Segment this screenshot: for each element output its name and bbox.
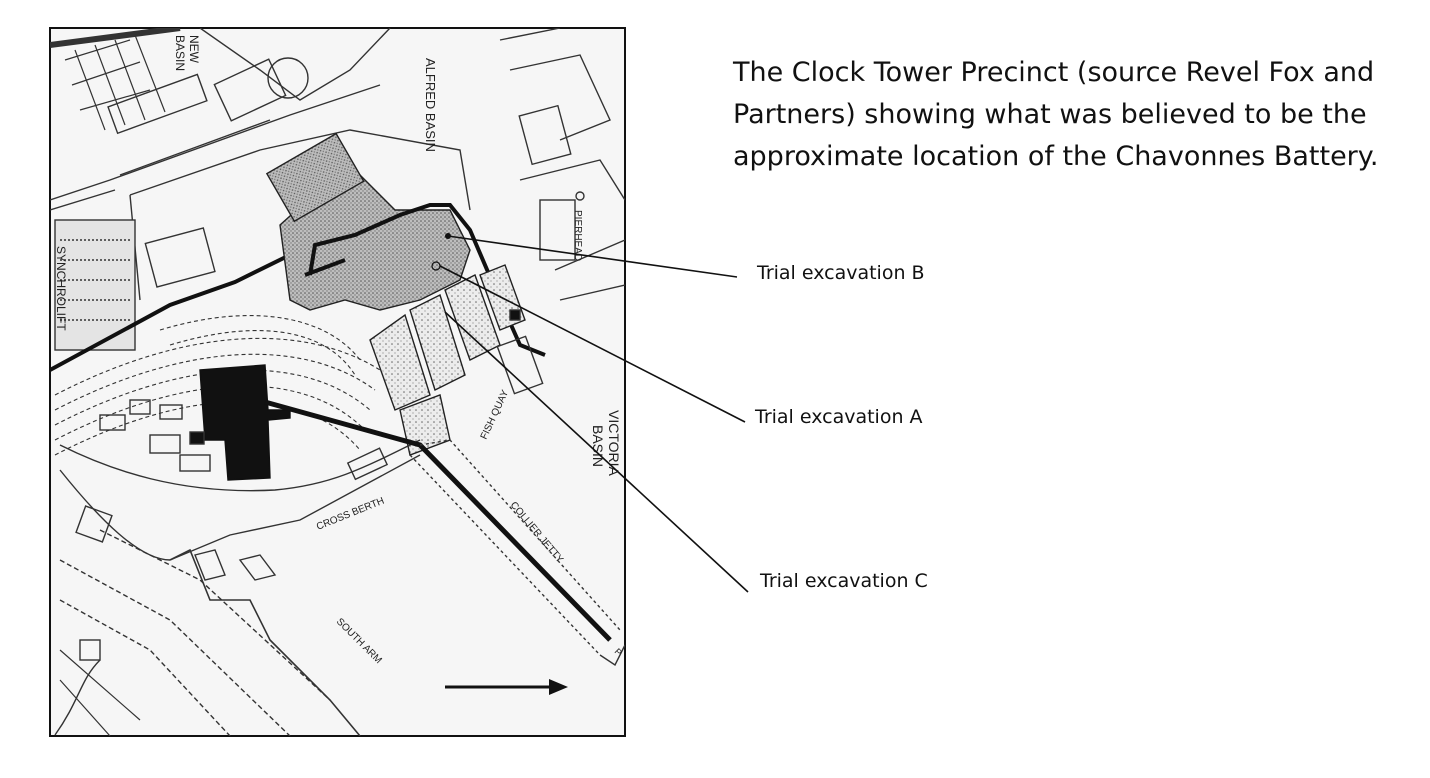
map-label-victoria-basin-2: BASIN bbox=[590, 425, 606, 467]
leader-line-b bbox=[447, 235, 738, 278]
map-label-alfred-basin: ALFRED BASIN bbox=[423, 58, 438, 152]
excavation-b-marker bbox=[445, 233, 451, 239]
callout-trial-excavation-a: Trial excavation A bbox=[755, 406, 923, 428]
map-label-new-basin: NEW bbox=[187, 35, 201, 64]
callout-leader-lines bbox=[439, 235, 749, 593]
arrow-right-icon bbox=[445, 679, 568, 695]
excavation-a-marker bbox=[431, 261, 441, 271]
callout-trial-excavation-c: Trial excavation C bbox=[760, 570, 928, 592]
map-label-synchrolift: SYNCHROLIFT bbox=[54, 246, 68, 331]
map-label-jetty-end: P bbox=[613, 646, 624, 657]
figure-caption: The Clock Tower Precinct (source Revel F… bbox=[733, 57, 1379, 172]
map-label-victoria-basin: VICTORIA bbox=[606, 410, 622, 477]
map-label-new-basin-2: BASIN bbox=[173, 35, 187, 71]
leader-line-a bbox=[439, 265, 746, 423]
site-map: NEW BASIN ALFRED BASIN PIERHEAD SYNCHROL… bbox=[49, 27, 626, 737]
callout-trial-excavation-b: Trial excavation B bbox=[757, 262, 925, 284]
map-label-pierhead: PIERHEAD bbox=[572, 210, 583, 261]
leader-line-c bbox=[444, 311, 749, 593]
